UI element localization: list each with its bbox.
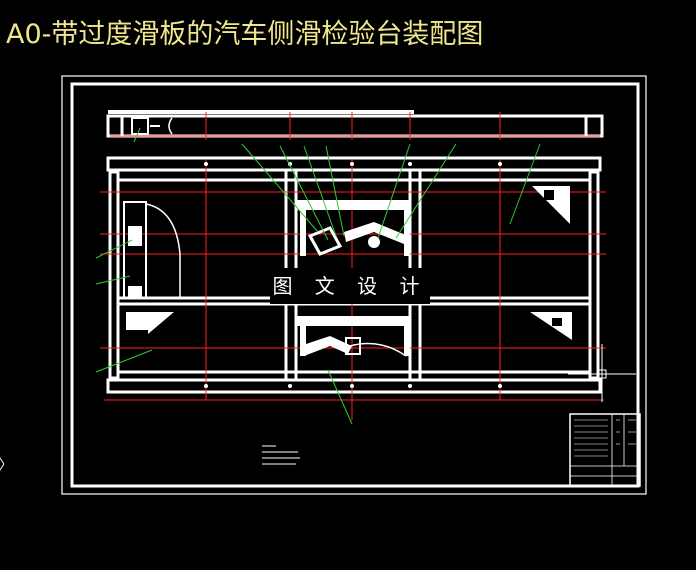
technical-notes (262, 445, 300, 465)
sheet-inner-border (70, 82, 640, 488)
central-mechanism-lower (296, 316, 410, 357)
top-view-strip (106, 110, 604, 140)
page-title: A0-带过度滑板的汽车侧滑检验台装配图 (6, 19, 484, 50)
central-mechanism-upper (296, 200, 410, 256)
left-slide-plate (123, 201, 181, 334)
edge-marker-icon (0, 457, 5, 471)
watermark-label: 图 文 设 计 (270, 268, 430, 304)
leader-lines (95, 127, 541, 425)
crosshair-cursor-icon (568, 344, 636, 402)
right-corner-plates (530, 186, 572, 340)
sheet-outer-border (61, 75, 647, 495)
title-block (569, 413, 641, 487)
